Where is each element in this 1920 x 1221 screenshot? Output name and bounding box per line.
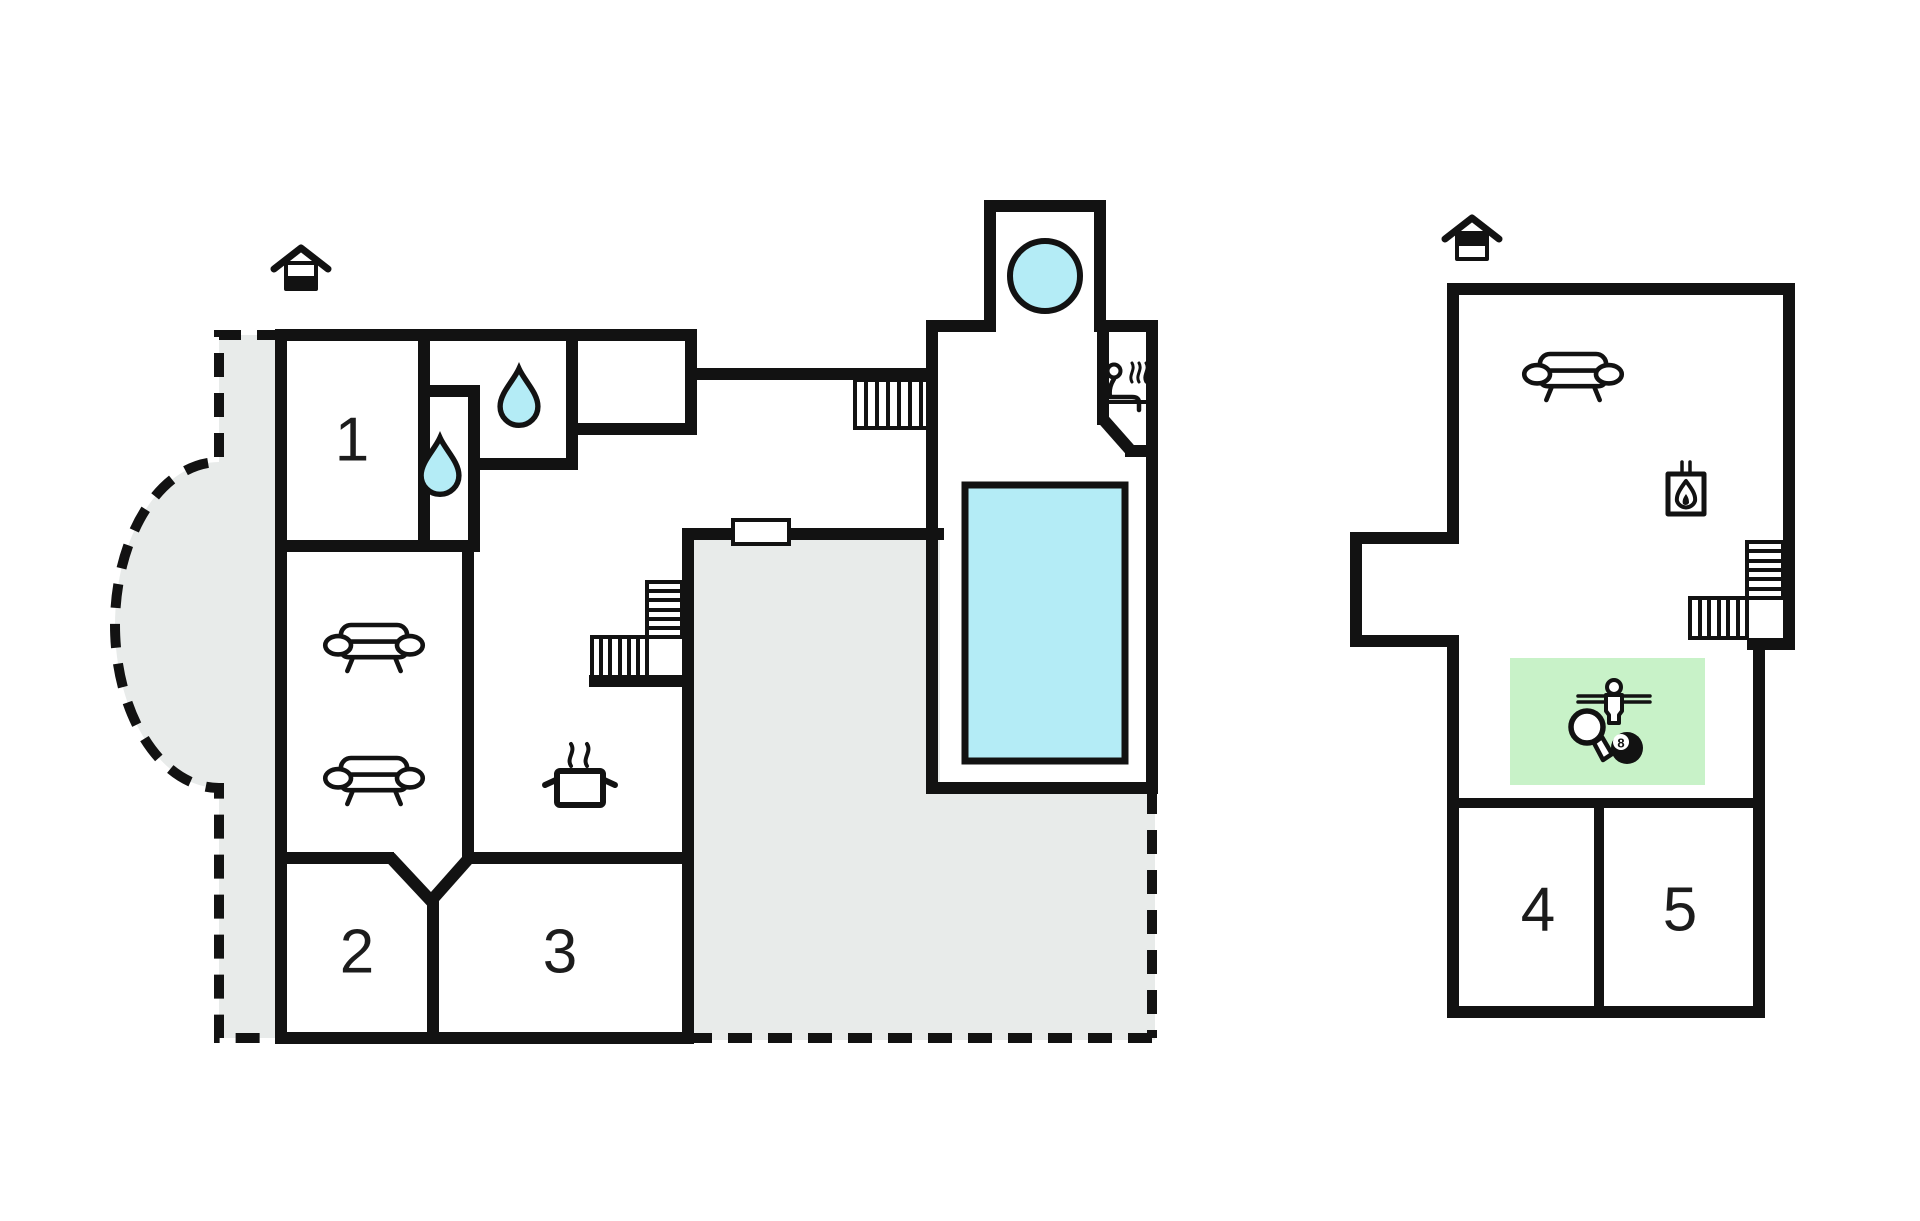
fireplace-icon bbox=[1665, 460, 1707, 517]
upper-floor-plan: 8 4 5 bbox=[1350, 218, 1795, 1018]
sofa-icon bbox=[325, 625, 423, 671]
room-label-3: 3 bbox=[543, 918, 577, 987]
upper-floor-walls bbox=[1350, 283, 1795, 1018]
wall-diagonal-room2 bbox=[385, 852, 438, 908]
terrace-left bbox=[110, 330, 286, 1043]
sauna-person-icon bbox=[1102, 361, 1149, 413]
kitchen-pot-icon bbox=[542, 742, 618, 808]
terrace-courtyard bbox=[688, 534, 1155, 1040]
room-label-4: 4 bbox=[1521, 876, 1555, 945]
stairs-icon-kitchen bbox=[590, 580, 684, 679]
stairs-icon-corridor bbox=[853, 378, 934, 430]
house-upper-floor-icon bbox=[1445, 218, 1499, 261]
foosball-player-icon bbox=[1576, 678, 1652, 725]
sofa-icon bbox=[1524, 354, 1622, 400]
svg-text:8: 8 bbox=[1617, 736, 1624, 751]
bathroom-drop-icon bbox=[500, 369, 538, 426]
room-label-2: 2 bbox=[340, 918, 374, 987]
wall-diagonal-room3 bbox=[426, 853, 475, 905]
ground-floor-plan: 1 2 3 bbox=[110, 200, 1158, 1044]
stairs-icon-upper bbox=[1688, 540, 1785, 640]
billiard-8-ball-icon: 8 bbox=[1611, 732, 1643, 764]
room-label-1: 1 bbox=[335, 406, 369, 475]
sofa-icon bbox=[325, 758, 423, 804]
door-opening-icon bbox=[731, 518, 791, 546]
house-ground-floor-icon bbox=[274, 248, 328, 291]
hot-tub-icon bbox=[1007, 238, 1083, 314]
pool-icon bbox=[961, 481, 1129, 765]
wall-diagonal-sauna bbox=[1097, 414, 1137, 456]
table-tennis-paddle-icon bbox=[1568, 708, 1615, 763]
room-label-5: 5 bbox=[1663, 876, 1697, 945]
